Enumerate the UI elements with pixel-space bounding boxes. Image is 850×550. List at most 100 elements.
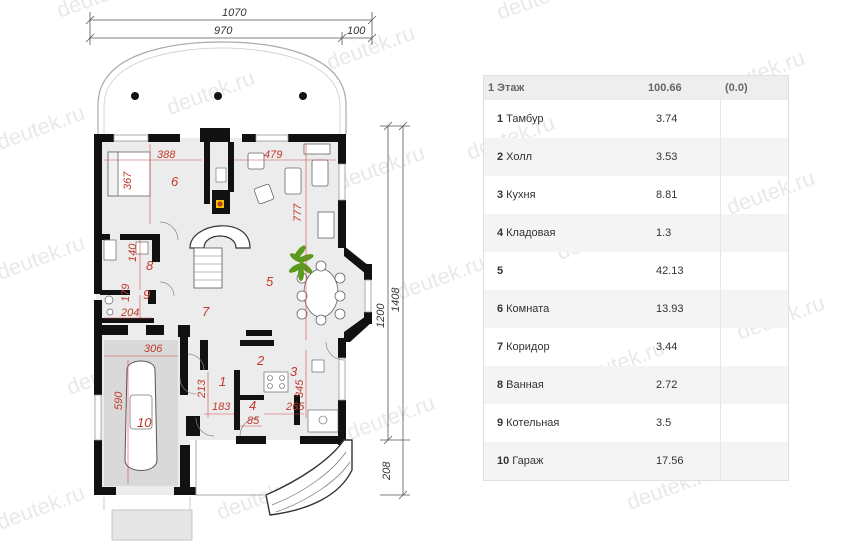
dim-extra-width: 100 [347, 25, 366, 37]
watermark: deutek.ru [0, 480, 88, 535]
tv-icon [246, 330, 272, 336]
room-num: 9 [497, 417, 504, 429]
column [299, 92, 307, 100]
table-header: 1 Этаж 100.66 (0.0) [484, 76, 788, 100]
room-dimension-lines [104, 144, 336, 484]
bathroom-icon [103, 239, 149, 316]
room-area: 3.53 [636, 138, 721, 176]
room-name: Кухня [506, 189, 536, 201]
column [214, 92, 222, 100]
room-area: 3.5 [636, 404, 721, 442]
room-name: Комната [506, 303, 550, 315]
watermark: deutek.ru [53, 0, 148, 23]
room-name: Кладовая [506, 227, 556, 239]
watermark: deutek.ru [0, 100, 88, 155]
room-area: 17.56 [636, 442, 721, 480]
room-dim: 265 [285, 401, 305, 413]
room-num: 6 [497, 303, 504, 315]
car-icon [124, 360, 158, 471]
room-number: 2 [256, 353, 265, 368]
watermark: deutek.ru [493, 0, 588, 25]
watermark: deutek.ru [393, 250, 488, 305]
room-name: Гараж [512, 455, 544, 467]
room-dim: 85 [247, 415, 260, 427]
room-num: 2 [497, 151, 504, 163]
room-num: 10 [497, 455, 510, 467]
room-name: Коридор [506, 341, 550, 353]
windows [94, 134, 372, 441]
room-num: 8 [497, 379, 504, 391]
watermark: deutek.ru [0, 230, 88, 285]
room-area: 8.81 [636, 176, 721, 214]
room-number: 1 [219, 374, 226, 389]
room-name: Тамбур [506, 113, 544, 125]
room-dim: 204 [120, 307, 139, 319]
room-num: 7 [497, 341, 504, 353]
floor-total-area: 100.66 [648, 82, 682, 94]
room-dim: 777 [292, 203, 304, 222]
room-num: 3 [497, 189, 504, 201]
kitchen-icon [263, 359, 339, 433]
watermark: deutek.ru [333, 140, 428, 195]
room-area: 3.74 [636, 100, 721, 138]
room-dim: 213 [196, 379, 208, 399]
room-area: 13.93 [636, 290, 721, 328]
room-area: 42.13 [636, 252, 721, 290]
watermark: deutek.ru [343, 390, 438, 445]
table-row: 5 42.13 [484, 252, 788, 290]
room-num: 5 [497, 265, 504, 277]
room-dim: 140 [127, 243, 139, 262]
room-number: 4 [249, 398, 256, 413]
room-dim: 183 [212, 401, 231, 413]
room-number: 10 [137, 415, 152, 430]
door-arcs [159, 221, 345, 437]
driveway [111, 509, 193, 541]
right-dimensions [380, 121, 410, 500]
room-area: 1.3 [636, 214, 721, 252]
room-dim: 306 [144, 343, 163, 355]
armchair-icon [247, 143, 331, 205]
room-name: Холл [506, 151, 533, 163]
room-num: 1 [497, 113, 504, 125]
walls [94, 128, 372, 495]
room-name: Ванная [506, 379, 544, 391]
room-area: 2.72 [636, 366, 721, 404]
top-dimensions [85, 12, 377, 45]
entry-steps [265, 439, 353, 516]
floor-label: 1 Этаж [488, 82, 525, 94]
room-number: 5 [266, 274, 274, 289]
room-dim: 179 [120, 284, 132, 302]
room-dim: 479 [264, 149, 282, 161]
dim-total-width: 1070 [222, 7, 247, 19]
room-dim: 388 [157, 149, 176, 161]
column [131, 92, 139, 100]
room-number: 3 [290, 364, 298, 379]
room-area: 3.44 [636, 328, 721, 366]
dim-total-height: 1408 [390, 287, 402, 312]
room-dim: 590 [113, 391, 125, 410]
room-num: 4 [497, 227, 504, 239]
room-dim: 367 [122, 171, 134, 190]
watermark: deutek.ru [323, 20, 418, 75]
stair-icon [189, 225, 251, 249]
room-name: Котельная [506, 417, 560, 429]
cabinet-icon [317, 211, 335, 239]
watermark: deutek.ru [163, 65, 258, 120]
room-number: 9 [143, 287, 150, 302]
terrace-top [97, 41, 347, 135]
room-number: 8 [146, 258, 154, 273]
floor-extra-area: (0.0) [725, 82, 748, 94]
room-number: 7 [202, 304, 210, 319]
dim-main-width: 970 [214, 25, 233, 37]
